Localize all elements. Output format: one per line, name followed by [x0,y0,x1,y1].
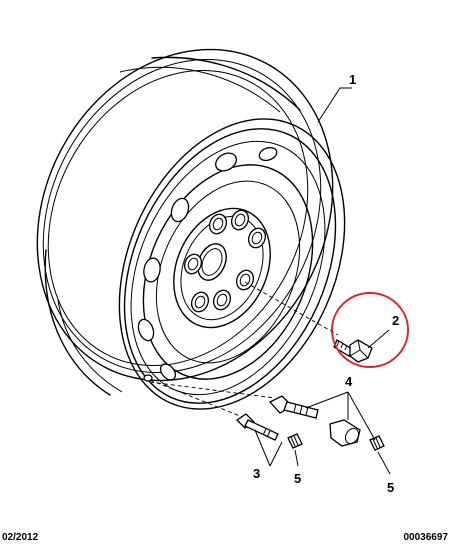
tyre-valve-icon [235,395,361,447]
callout-1: 1 [349,72,356,87]
callout-2: 2 [392,313,399,328]
callout-5-right: 5 [387,480,394,495]
highlight-circle [331,292,409,368]
wheel-rim-icon [36,48,346,410]
rim-vent-holes [137,146,278,381]
assembly-line-valve [149,379,251,421]
valve-hole [143,374,153,382]
wheel-bolt-icon [333,339,373,363]
leader-1 [317,87,352,123]
wheel-bolt-holes [183,209,267,313]
footer-reference: 00036697 [403,532,449,543]
leader-5b [377,451,391,475]
leader-2 [367,329,390,349]
valve-cap-icon [287,433,385,451]
assembly-line-bolt [244,281,339,336]
assembly-line-valve-2 [149,381,276,399]
leader-3 [254,429,283,467]
leader-4 [305,391,376,441]
footer-date: 02/2012 [2,532,39,543]
callout-3: 3 [253,466,260,481]
leader-5a [294,449,299,467]
callout-4: 4 [345,374,353,389]
callout-5-left: 5 [294,471,301,486]
